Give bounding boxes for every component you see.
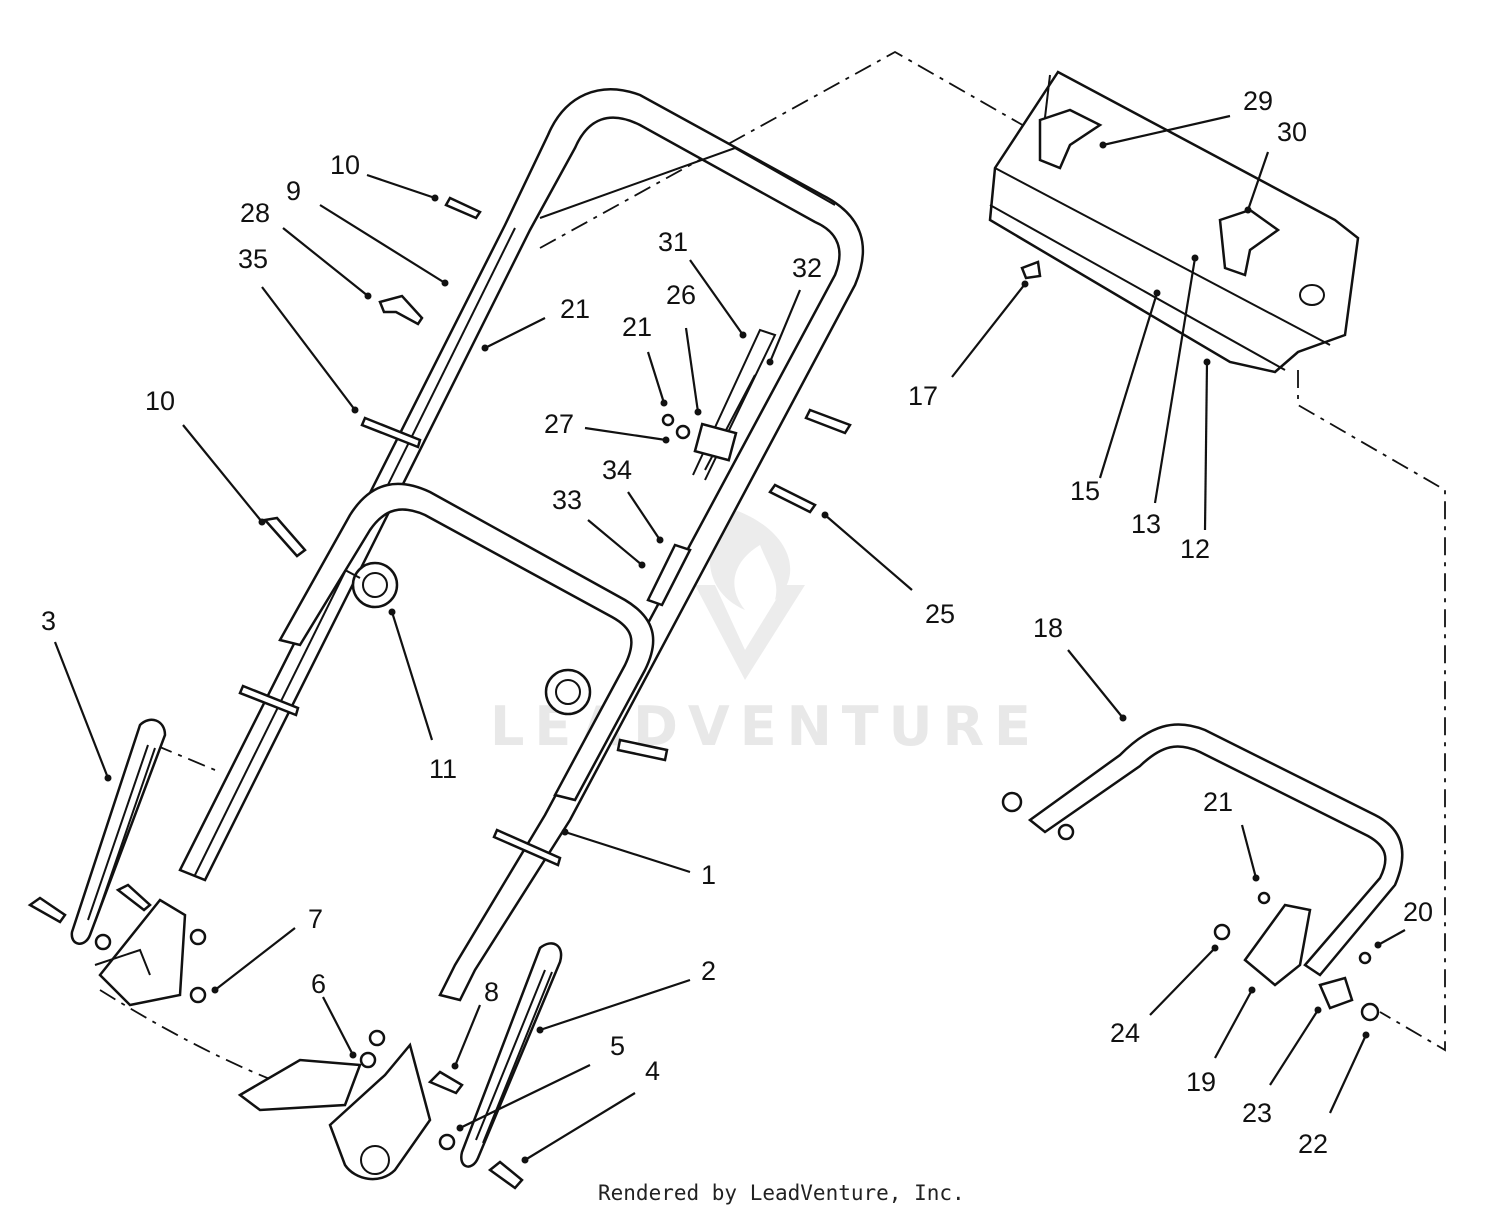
callout-13: 13	[1131, 509, 1161, 539]
callout-2: 2	[701, 956, 716, 986]
callout-5: 5	[610, 1031, 625, 1061]
deck-hinge-left	[94, 898, 187, 1007]
callout-21-right: 21	[1203, 787, 1233, 817]
callout-23: 23	[1242, 1098, 1272, 1128]
right-lower-bracket	[460, 942, 563, 1168]
callout-1: 1	[701, 860, 716, 890]
callout-18: 18	[1033, 613, 1063, 643]
cable-assembly	[646, 328, 777, 607]
callout-17: 17	[908, 381, 938, 411]
callout-27: 27	[544, 409, 574, 439]
cable-clips	[238, 294, 562, 867]
callout-7: 7	[308, 904, 323, 934]
callout-12: 12	[1180, 534, 1210, 564]
callout-35: 35	[238, 244, 268, 274]
latch-assembly	[1213, 891, 1380, 1022]
hardware-right	[359, 196, 852, 1190]
callout-4: 4	[645, 1056, 660, 1086]
callout-25: 25	[925, 599, 955, 629]
callout-11: 11	[429, 754, 457, 784]
callout-31: 31	[658, 227, 688, 257]
left-lower-bracket	[70, 718, 167, 945]
callout-24: 24	[1110, 1018, 1140, 1048]
callout-20: 20	[1403, 897, 1433, 927]
callout-6: 6	[311, 969, 326, 999]
hardware-left	[27, 516, 307, 1004]
callout-29: 29	[1243, 86, 1273, 116]
callout-21-middle: 21	[622, 312, 652, 342]
callout-21-upper: 21	[560, 294, 590, 324]
deck-hinge-right	[237, 1042, 432, 1181]
leader-lines	[53, 114, 1406, 1164]
footer-credit: Rendered by LeadVenture, Inc.	[598, 1181, 965, 1205]
lower-bail	[1001, 723, 1404, 977]
callout-9: 9	[286, 176, 301, 206]
leadventure-watermark: LEADVENTURE	[490, 510, 1031, 758]
inner-bail	[278, 482, 655, 802]
callout-26: 26	[666, 280, 696, 310]
callout-8: 8	[484, 977, 499, 1007]
callout-28: 28	[240, 198, 270, 228]
callout-33: 33	[552, 485, 582, 515]
callout-10-left: 10	[145, 386, 175, 416]
knob-left	[344, 561, 399, 609]
callout-22: 22	[1298, 1129, 1328, 1159]
callout-30: 30	[1277, 117, 1307, 147]
callout-3: 3	[41, 606, 56, 636]
control-panel	[988, 70, 1360, 374]
knob-right	[544, 668, 592, 716]
callout-labels: 1 2 3 4 5 6 7 8 9 10 10 11 12 13 15 17 1…	[41, 86, 1433, 1159]
callout-34: 34	[602, 455, 632, 485]
callout-10-top: 10	[330, 150, 360, 180]
callout-15: 15	[1070, 476, 1100, 506]
callout-32: 32	[792, 253, 822, 283]
callout-19: 19	[1186, 1067, 1216, 1097]
